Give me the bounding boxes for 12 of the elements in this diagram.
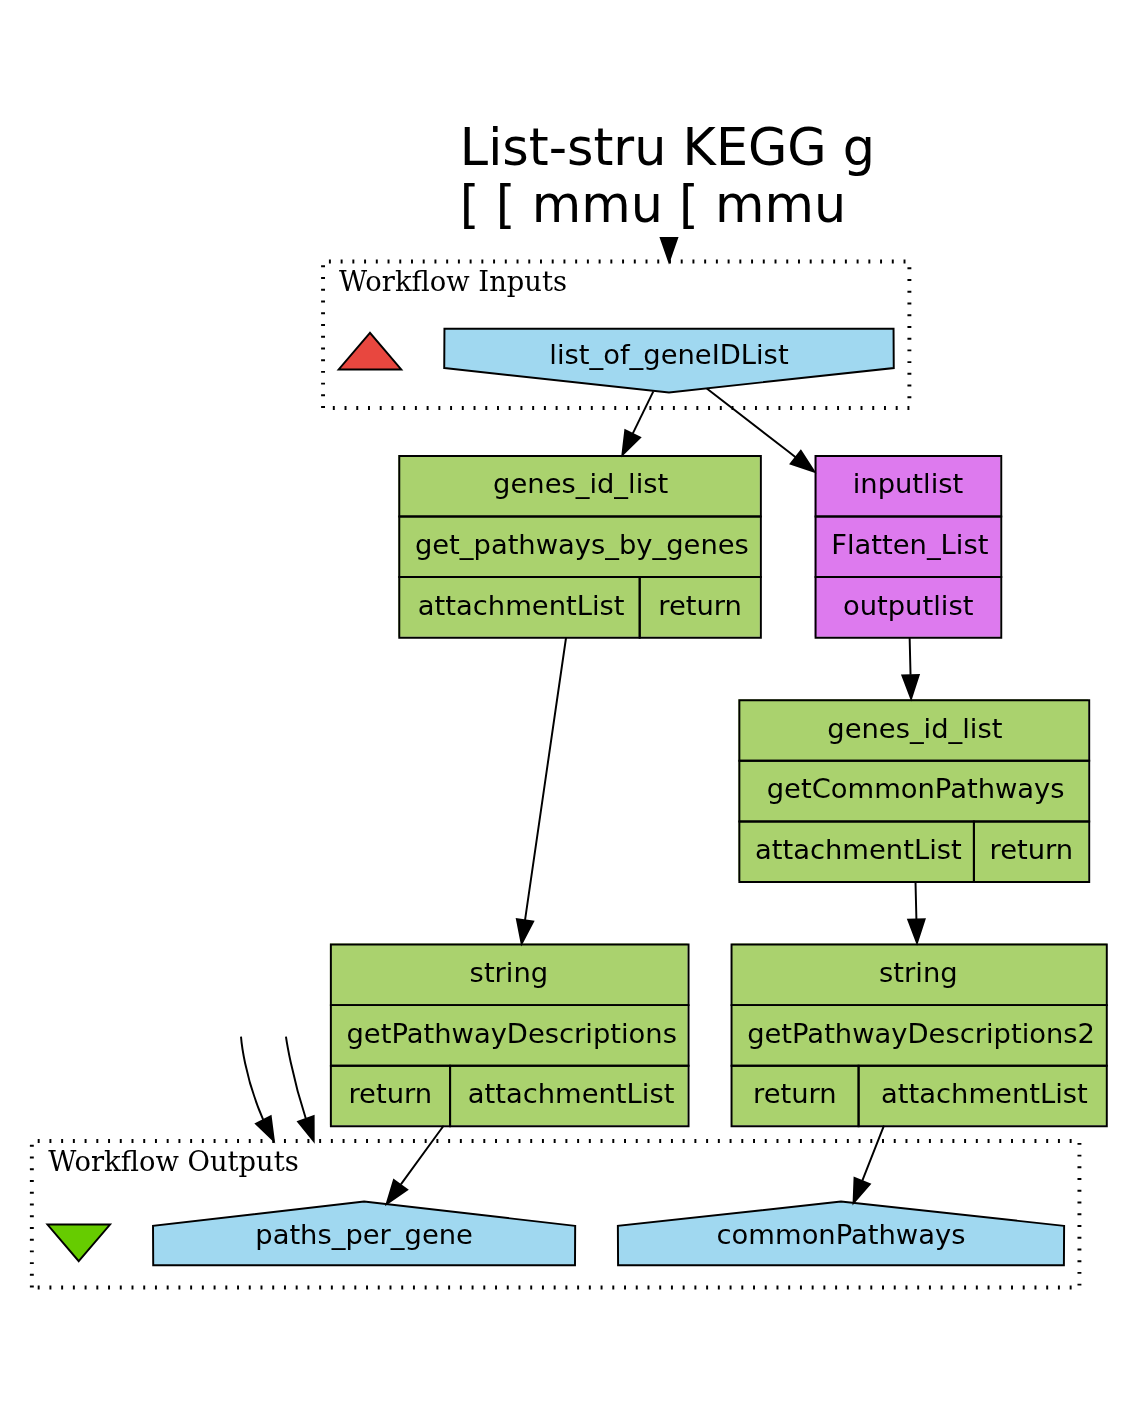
arrow	[906, 880, 926, 946]
arrow	[515, 635, 568, 946]
arrow	[659, 236, 679, 264]
arrow	[621, 389, 655, 458]
node-triangle	[45, 1223, 113, 1263]
arrow	[240, 1035, 276, 1144]
arrow	[900, 635, 921, 702]
arrow	[284, 1035, 315, 1144]
node-text: List-stru KEGG g [ [ mmu [ mmu	[459, 117, 876, 234]
arrow	[852, 1124, 885, 1206]
arrow	[705, 386, 817, 473]
node-triangle	[336, 330, 404, 370]
